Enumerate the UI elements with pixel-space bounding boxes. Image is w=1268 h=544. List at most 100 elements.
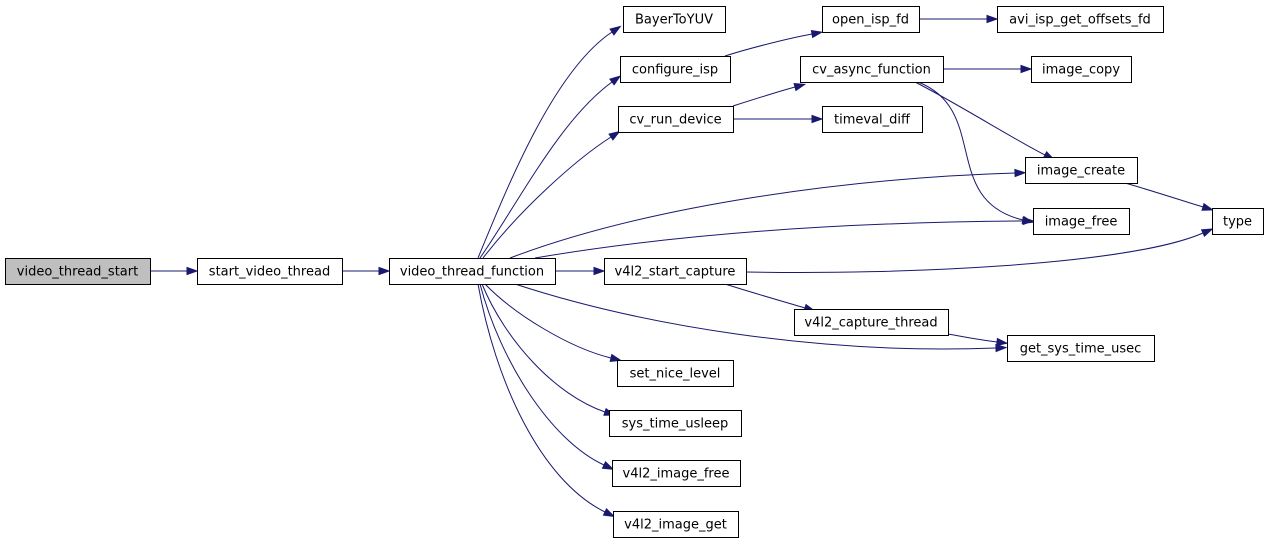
node-BayerToYUV[interactable]: BayerToYUV [623,6,726,33]
node-image-free[interactable]: image_free [1033,208,1130,235]
node-v4l2-image-free[interactable]: v4l2_image_free [612,460,741,487]
nodes-layer: video_thread_start start_video_thread vide… [5,6,1264,538]
node-configure-isp[interactable]: configure_isp [620,56,731,83]
edge-line [1124,182,1204,208]
node-box [197,258,343,285]
node-label: video_thread_start [17,265,138,280]
arrowhead-icon [1014,168,1027,178]
node-label: set_nice_level [630,367,721,382]
node-box [1031,56,1132,83]
node-box [618,106,734,133]
edge-v4l2_start_capture-to-type [745,228,1214,273]
node-box [609,410,742,437]
node-cv-async-function[interactable]: cv_async_function [800,56,944,83]
edge-cv_async_function-to-image_create [914,81,1056,161]
edge-video_thread_function-to-sys_time_usleep [481,283,616,416]
node-box [604,258,747,285]
node-box [612,460,741,487]
node-box [1212,208,1264,235]
node-label: get_sys_time_usec [1020,342,1142,357]
arrowhead-icon [811,114,824,124]
edge-video_thread_function-to-image_create [509,168,1027,259]
node-box [822,106,923,133]
node-image-create[interactable]: image_create [1025,157,1138,184]
node-box [617,360,734,387]
arrowhead-icon [378,266,391,276]
edge-line [481,283,606,413]
node-label: cv_run_device [629,113,721,128]
arrowhead-icon [1021,215,1035,224]
node-label: video_thread_function [400,265,544,280]
edge-v4l2_start_capture-to-v4l2_capture_thread [724,283,817,312]
node-box [800,56,944,83]
node-image-copy[interactable]: image_copy [1031,56,1132,83]
edge-video_thread_function-to-BayerToYUV [477,25,622,259]
node-box [822,6,920,33]
node-get-sys-time-usec[interactable]: get_sys_time_usec [1007,335,1155,362]
node-label: v4l2_image_get [624,518,727,533]
edge-line [482,136,612,259]
edge-start_video_thread-to-video_thread_function [342,266,391,276]
node-label: sys_time_usleep [622,417,728,432]
node-cv-run-device[interactable]: cv_run_device [618,106,734,133]
edge-open_isp_fd-to-avi_isp_get_offsets_fd [919,14,999,24]
node-open-isp-fd[interactable]: open_isp_fd [822,6,920,33]
edge-line [732,86,796,107]
arrowhead-icon [609,75,622,86]
edge-image_create-to-type [1124,182,1215,211]
arrowhead-icon [593,266,606,276]
edge-cv_run_device-to-timeval_diff [733,114,824,124]
edge-video_thread_function-to-v4l2_start_capture [555,266,606,276]
edge-line [479,283,605,466]
arrowhead-icon [986,14,999,24]
arrowhead-icon [1201,202,1215,211]
node-box [1025,157,1138,184]
arrowhead-icon [609,25,622,36]
edge-cv_run_device-to-cv_async_function [732,83,807,107]
edge-video_thread_start-to-start_video_thread [150,266,199,276]
edge-video_thread_function-to-v4l2_image_free [479,283,615,470]
arrowhead-icon [1020,64,1033,74]
node-sys-time-usleep[interactable]: sys_time_usleep [609,410,742,437]
node-timeval-diff[interactable]: timeval_diff [822,106,923,133]
edge-cv_async_function-to-image_copy [943,64,1033,74]
node-avi-isp-get-offsets-fd[interactable]: avi_isp_get_offsets_fd [997,6,1164,33]
edges-layer [150,14,1215,518]
node-v4l2-capture-thread[interactable]: v4l2_capture_thread [794,309,949,336]
node-video-thread-start[interactable]: video_thread_start [5,258,151,285]
edge-line [947,333,998,343]
node-v4l2-image-get[interactable]: v4l2_image_get [613,511,739,538]
node-label: configure_isp [632,63,718,78]
node-label: open_isp_fd [832,13,909,28]
node-video-thread-function[interactable]: video_thread_function [389,258,556,285]
node-label: image_copy [1042,63,1120,78]
node-box [623,6,726,33]
edge-line [534,220,1024,259]
edge-configure_isp-to-open_isp_fd [724,29,824,57]
edge-line [514,283,997,350]
node-set-nice-level[interactable]: set_nice_level [617,360,734,387]
node-start-video-thread[interactable]: start_video_thread [197,258,343,285]
node-label: v4l2_start_capture [615,265,736,280]
node-v4l2-start-capture[interactable]: v4l2_start_capture [604,258,747,285]
edge-line [479,81,613,259]
edge-video_thread_function-to-get_sys_time_usec [514,283,1008,353]
node-type[interactable]: type [1212,208,1264,235]
arrowhead-icon [186,266,199,276]
node-box [1007,335,1155,362]
arrowhead-icon [996,337,1009,347]
arrowhead-icon [1200,228,1214,238]
node-box [794,309,949,336]
edge-video_thread_function-to-v4l2_image_get [477,283,616,518]
edge-video_thread_function-to-set_nice_level [484,283,623,362]
arrowhead-icon [609,353,623,362]
edge-video_thread_function-to-image_free [534,216,1035,259]
node-label: image_free [1045,215,1118,230]
node-label: v4l2_capture_thread [804,316,937,331]
arrowhead-icon [995,343,1008,353]
edge-line [509,172,1016,259]
edge-line [477,283,606,513]
edge-video_thread_function-to-cv_run_device [482,130,621,259]
node-label: BayerToYUV [635,13,713,28]
